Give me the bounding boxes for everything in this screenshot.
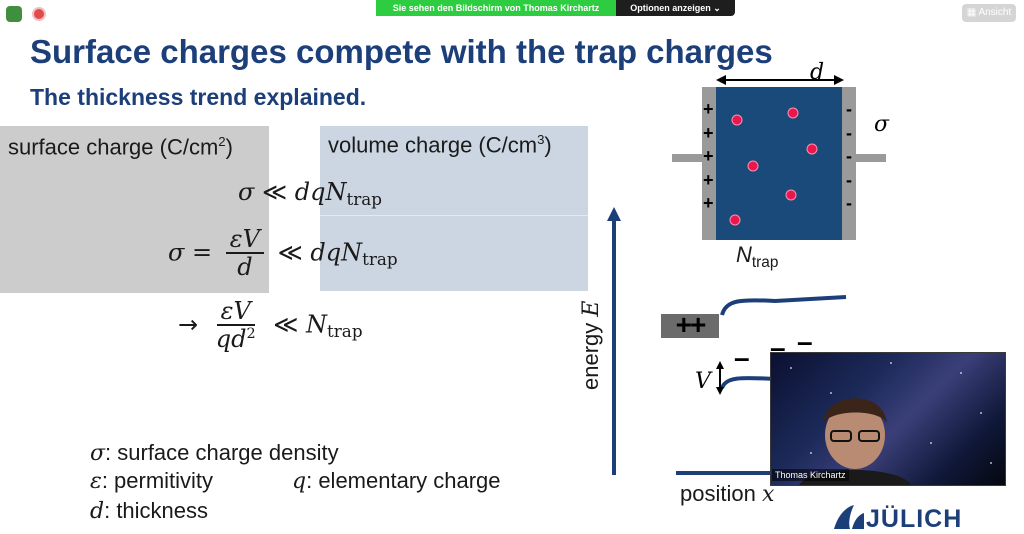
valence-band <box>720 376 776 389</box>
speaker-name-label: Thomas Kirchartz <box>772 469 849 481</box>
legend-q: q: elementary charge <box>292 468 501 494</box>
trap-star-icon <box>729 214 741 226</box>
volume-charge-label: volume charge (C/cm3) <box>328 132 552 158</box>
box-divider <box>320 215 588 216</box>
face <box>825 401 885 469</box>
thickness-label: d <box>810 60 825 85</box>
sigma-label: σ <box>874 112 890 137</box>
view-button[interactable]: ▦ Ansicht <box>962 4 1016 22</box>
glasses <box>830 430 852 442</box>
conduction-band <box>720 295 847 316</box>
surface-charge-box <box>0 126 269 293</box>
equation-1: σ ≪ dqNtrap <box>238 178 383 209</box>
legend-sigma: σ: surface charge density <box>90 440 339 466</box>
chevron-down-icon: ⌄ <box>713 3 721 13</box>
voltage-arrow-up <box>716 361 724 369</box>
trap-star-icon <box>747 160 759 172</box>
plus-charges: +++++ <box>703 99 714 213</box>
grid-icon: ▦ <box>966 7 977 18</box>
speaker-silhouette <box>790 362 992 485</box>
slide-subtitle: The thickness trend explained. <box>30 84 367 110</box>
left-wire <box>672 154 704 162</box>
trap-star-icon <box>806 143 818 155</box>
recording-icon <box>34 9 44 19</box>
left-contact <box>702 87 716 240</box>
screen-share-banner: Sie sehen den Bildschirm von Thomas Kirc… <box>376 0 616 16</box>
surface-charge-label: surface charge (C/cm2) <box>8 134 233 160</box>
ntrap-label: Ntrap <box>736 242 779 271</box>
hair <box>823 398 887 423</box>
trap-star-icon <box>787 107 799 119</box>
juelich-logo-text: JÜLICH <box>866 505 963 533</box>
volume-charge-box <box>320 126 588 291</box>
trap-star-icon <box>731 114 743 126</box>
view-button-label: Ansicht <box>978 7 1012 18</box>
arrow-head-left <box>716 75 726 85</box>
speaker-video[interactable] <box>770 352 1006 486</box>
view-options-label: Optionen anzeigen <box>630 3 711 13</box>
energy-axis-label: energy E <box>578 300 604 390</box>
positive-surface-charge-box: ++ <box>661 311 719 339</box>
legend-d: d: thickness <box>90 498 209 524</box>
glasses <box>858 430 880 442</box>
trap-star-icon <box>785 189 797 201</box>
view-options-button[interactable]: Optionen anzeigen ⌄ <box>616 0 735 16</box>
slide-title: Surface charges compete with the trap ch… <box>30 33 773 70</box>
legend-epsilon: ε: permitivity <box>90 468 214 494</box>
band-diagram <box>607 207 847 475</box>
minus-charge: – <box>797 326 813 357</box>
right-wire <box>856 154 886 162</box>
minus-charge: – <box>734 342 750 373</box>
device-diagram <box>672 75 886 240</box>
arrow-head-right <box>834 75 844 85</box>
minus-charges: ----- <box>846 99 852 213</box>
security-shield-icon[interactable] <box>6 6 22 22</box>
voltage-arrow-down <box>716 387 724 395</box>
energy-axis-arrowhead <box>607 207 621 221</box>
voltage-label: V <box>695 369 711 394</box>
right-contact <box>842 87 856 240</box>
absorber-layer <box>716 87 842 240</box>
juelich-logo-icon <box>834 505 864 529</box>
position-axis-label: position x <box>680 481 775 507</box>
